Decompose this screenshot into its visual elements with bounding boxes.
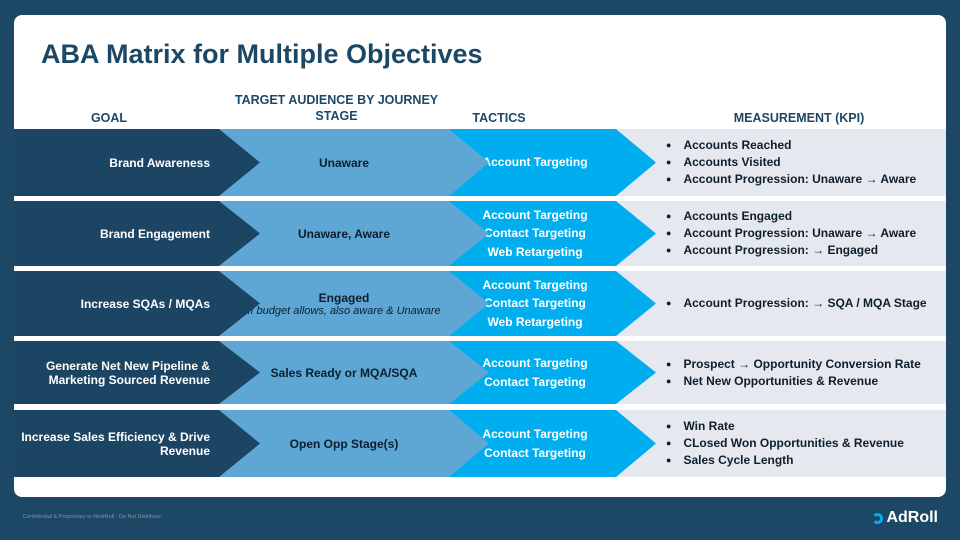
goal-cell: Brand Engagement	[14, 201, 260, 266]
stage-text: Unaware	[318, 155, 370, 170]
kpi-item: Net New Opportunities & Revenue	[666, 373, 878, 390]
tactic-item: Web Retargeting	[487, 314, 583, 329]
stage-cell: Unaware	[219, 129, 489, 196]
kpi-list: Win RateCLosed Won Opportunities & Reven…	[614, 410, 946, 477]
matrix-row: Brand Awareness Unaware Account Targetin…	[14, 129, 946, 196]
kpi-list: Account Progression: → SQA / MQA Stage	[614, 271, 946, 336]
kpi-list: Accounts ReachedAccounts VisitedAccount …	[614, 129, 946, 196]
kpi-item: Account Progression: → Engaged	[666, 242, 878, 259]
stage-text: Unaware, Aware	[297, 226, 391, 241]
logo-text: AdRoll	[886, 509, 938, 526]
goal-cell: Brand Awareness	[14, 129, 260, 196]
kpi-item: Accounts Engaged	[666, 208, 792, 225]
kpi-item: Account Progression: Unaware → Aware	[666, 171, 916, 188]
header-kpi: MEASUREMENT (KPI)	[733, 111, 865, 125]
stage-text: Sales Ready or MQA/SQA	[270, 365, 418, 380]
tactic-item: Account Targeting	[482, 277, 588, 292]
stage-text: Engaged	[318, 290, 370, 305]
kpi-item: Win Rate	[666, 418, 734, 435]
header-stage: TARGET AUDIENCE BY JOURNEY STAGE	[234, 93, 439, 123]
kpi-list: Prospect → Opportunity Conversion RateNe…	[614, 341, 946, 404]
adroll-logo: AdRoll	[872, 509, 938, 527]
kpi-item: Accounts Visited	[666, 154, 780, 171]
header-tactics: TACTICS	[472, 111, 526, 125]
matrix-row: Brand Engagement Unaware, Aware Account …	[14, 201, 946, 266]
kpi-item: Account Progression: Unaware → Aware	[666, 225, 916, 242]
tactic-item: Account Targeting	[482, 356, 588, 370]
matrix-row: Increase Sales Efficiency & Drive Revenu…	[14, 410, 946, 477]
stage-cell: Sales Ready or MQA/SQA	[219, 341, 489, 404]
stage-cell: Open Opp Stage(s)	[219, 410, 489, 477]
kpi-item: CLosed Won Opportunities & Revenue	[666, 435, 903, 452]
tactic-item: Account Targeting	[482, 155, 588, 170]
tactic-item: Contact Targeting	[484, 296, 586, 311]
stage-cell: Unaware, Aware	[219, 201, 489, 266]
goal-cell: Increase Sales Efficiency & Drive Revenu…	[14, 410, 260, 477]
kpi-list: Accounts EngagedAccount Progression: Una…	[614, 201, 946, 266]
goal-cell: Generate Net New Pipeline & Marketing So…	[14, 341, 260, 404]
goal-cell: Increase SQAs / MQAs	[14, 271, 260, 336]
kpi-item: Accounts Reached	[666, 137, 791, 154]
stage-note: If budget allows, also aware & Unaware	[247, 304, 441, 317]
kpi-item: Account Progression: → SQA / MQA Stage	[666, 295, 926, 312]
tactic-item: Contact Targeting	[484, 226, 586, 241]
kpi-item: Prospect → Opportunity Conversion Rate	[666, 356, 920, 373]
header-goal: GOAL	[90, 111, 128, 125]
tactic-item: Contact Targeting	[484, 445, 586, 460]
confidential-footer: Confidential & Proprietary to NextRoll -…	[23, 514, 161, 520]
page-title: ABA Matrix for Multiple Objectives	[41, 39, 483, 69]
goal-text: Brand Engagement	[99, 226, 210, 241]
matrix-row: Generate Net New Pipeline & Marketing So…	[14, 341, 946, 404]
stage-text: Open Opp Stage(s)	[289, 436, 399, 451]
slide-card: ABA Matrix for Multiple Objectives GOAL …	[14, 15, 946, 497]
goal-text: Brand Awareness	[109, 155, 210, 170]
tactic-item: Web Retargeting	[487, 244, 583, 259]
tactic-item: Contact Targeting	[484, 374, 586, 389]
goal-text: Increase Sales Efficiency & Drive Revenu…	[21, 429, 210, 458]
goal-text: Increase SQAs / MQAs	[80, 296, 210, 311]
goal-text: Generate Net New Pipeline & Marketing So…	[45, 358, 210, 387]
kpi-item: Sales Cycle Length	[666, 452, 793, 469]
tactic-item: Account Targeting	[482, 207, 588, 222]
adroll-logo-icon	[872, 512, 884, 524]
tactic-item: Account Targeting	[482, 427, 588, 441]
